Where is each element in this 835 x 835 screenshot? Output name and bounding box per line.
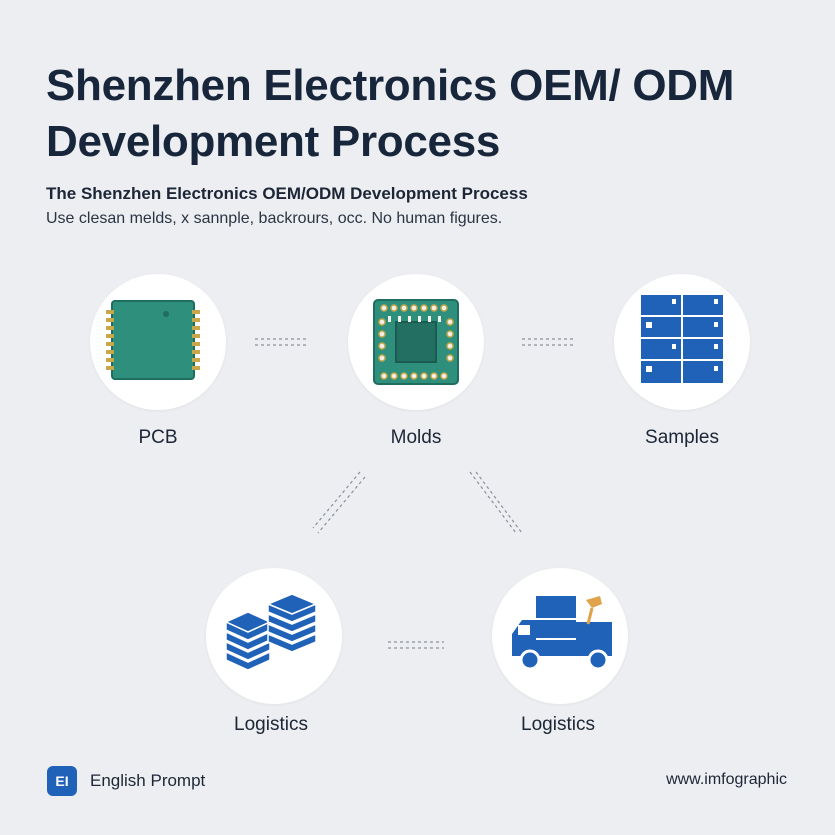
footer-left-text: English Prompt <box>90 771 206 790</box>
footer-badge: EI <box>47 766 77 796</box>
chip-icon <box>373 299 459 385</box>
node-logistics-truck[interactable] <box>492 568 628 704</box>
page-subtitle: The Shenzhen Electronics OEM/ODM Develop… <box>46 184 528 203</box>
footer-right-text: www.imfographic <box>666 771 787 788</box>
node-samples[interactable] <box>614 274 750 410</box>
node-molds[interactable] <box>348 274 484 410</box>
page-title: Shenzhen Electronics OEM/ ODM Developmen… <box>46 61 735 166</box>
node-label-molds: Molds <box>390 427 442 448</box>
boxes-grid-icon <box>639 293 725 385</box>
delivery-truck-icon <box>512 596 612 671</box>
node-logistics-stacks[interactable] <box>206 568 342 704</box>
pcb-board-icon <box>106 300 200 380</box>
node-label-samples: Samples <box>645 427 719 448</box>
connector-molds-logistics-right <box>469 471 517 534</box>
node-label-logistics-1: Logistics <box>234 714 308 735</box>
stacked-layers-icon <box>224 593 318 671</box>
node-pcb[interactable] <box>90 274 226 410</box>
connector-molds-logistics-left <box>312 471 361 529</box>
node-label-logistics-2: Logistics <box>521 714 595 735</box>
node-label-pcb: PCB <box>138 427 178 448</box>
page-description: Use clesan melds, x sannple, backrours, … <box>46 210 503 227</box>
